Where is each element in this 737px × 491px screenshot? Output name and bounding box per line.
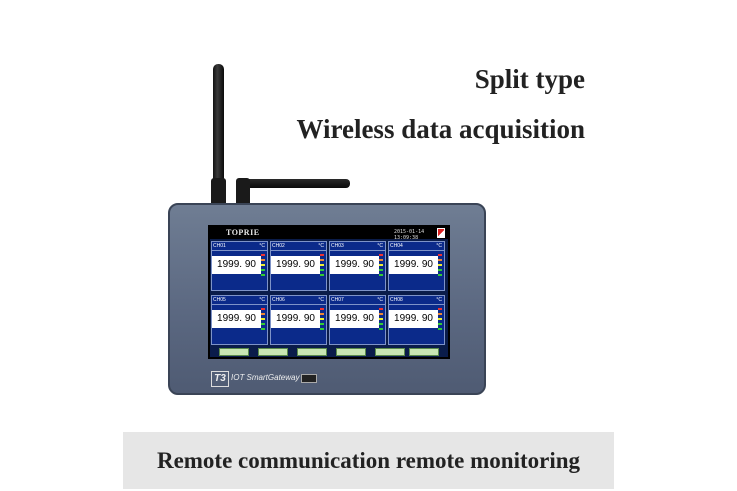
level-indicator (379, 264, 383, 266)
channel-name: CH03 (331, 243, 344, 249)
level-indicator (320, 308, 324, 310)
level-indicator (438, 259, 442, 261)
level-indicator (438, 323, 442, 325)
level-indicator (320, 274, 324, 276)
level-indicator (261, 308, 265, 310)
horizontal-antenna (238, 179, 350, 188)
softkey-button[interactable] (258, 348, 288, 356)
channel-unit: °C (436, 297, 442, 303)
level-indicator (438, 274, 442, 276)
level-indicator (438, 269, 442, 271)
level-indicator (320, 254, 324, 256)
level-indicator (261, 323, 265, 325)
channel-value: 1999. 90 (330, 310, 379, 328)
channel-name: CH04 (390, 243, 403, 249)
channel-name: CH06 (272, 297, 285, 303)
model-logo: T3 (211, 371, 229, 387)
level-indicator (438, 264, 442, 266)
vertical-antenna (213, 64, 224, 206)
channel-unit: °C (377, 243, 383, 249)
channel-name: CH07 (331, 297, 344, 303)
level-indicator (438, 313, 442, 315)
level-indicator (261, 318, 265, 320)
channel-value: 1999. 90 (212, 256, 261, 274)
level-indicator (261, 259, 265, 261)
level-indicator (261, 274, 265, 276)
footer-text: Remote communication remote monitoring (156, 448, 581, 473)
screen-header: TOPRIE 2015-01-14 13:09:38 (210, 227, 448, 241)
level-indicator (438, 254, 442, 256)
brand-logo-icon (437, 228, 445, 238)
channel-value: 1999. 90 (389, 310, 438, 328)
level-indicator (261, 328, 265, 330)
channel-tile[interactable]: CH05 °C 1999. 90 (211, 295, 268, 345)
channel-tile[interactable]: CH01 °C 1999. 90 (211, 241, 268, 291)
level-indicator (438, 318, 442, 320)
level-indicator (320, 264, 324, 266)
channel-unit: °C (318, 297, 324, 303)
device-screen: TOPRIE 2015-01-14 13:09:38 CH01 °C 1999. … (208, 225, 450, 359)
level-indicator (320, 269, 324, 271)
channel-value: 1999. 90 (271, 256, 320, 274)
channel-unit: °C (259, 243, 265, 249)
softkey-bar (211, 348, 447, 357)
datetime: 2015-01-14 13:09:38 (394, 229, 425, 241)
channel-tile[interactable]: CH02 °C 1999. 90 (270, 241, 327, 291)
channel-tile[interactable]: CH08 °C 1999. 90 (388, 295, 445, 345)
level-indicator (261, 313, 265, 315)
channel-value: 1999. 90 (389, 256, 438, 274)
level-indicator (320, 318, 324, 320)
level-indicator (261, 254, 265, 256)
level-indicator (438, 328, 442, 330)
channel-unit: °C (377, 297, 383, 303)
channel-tile[interactable]: CH06 °C 1999. 90 (270, 295, 327, 345)
channel-unit: °C (259, 297, 265, 303)
softkey-button[interactable] (336, 348, 366, 356)
level-indicator (261, 269, 265, 271)
level-indicator (379, 274, 383, 276)
level-indicator (320, 323, 324, 325)
channel-name: CH01 (213, 243, 226, 249)
channel-tile[interactable]: CH04 °C 1999. 90 (388, 241, 445, 291)
device-label: IOT SmartGateway (231, 373, 300, 382)
channel-unit: °C (318, 243, 324, 249)
channel-name: CH05 (213, 297, 226, 303)
level-indicator (379, 323, 383, 325)
level-indicator (379, 313, 383, 315)
channel-name: CH08 (390, 297, 403, 303)
channel-tile[interactable]: CH03 °C 1999. 90 (329, 241, 386, 291)
level-indicator (379, 269, 383, 271)
channel-value: 1999. 90 (271, 310, 320, 328)
level-indicator (379, 259, 383, 261)
level-indicator (320, 328, 324, 330)
level-indicator (379, 328, 383, 330)
footer-banner: Remote communication remote monitoring (123, 432, 614, 489)
softkey-button[interactable] (409, 348, 439, 356)
softkey-button[interactable] (219, 348, 249, 356)
level-indicator (261, 264, 265, 266)
channel-value: 1999. 90 (212, 310, 261, 328)
level-indicator (379, 254, 383, 256)
headline-wireless: Wireless data acquisition (296, 114, 585, 144)
channel-value: 1999. 90 (330, 256, 379, 274)
level-indicator (438, 308, 442, 310)
usb-port-icon (301, 374, 317, 383)
antenna-base-2 (236, 178, 250, 208)
softkey-button[interactable] (297, 348, 327, 356)
softkey-button[interactable] (375, 348, 405, 356)
channel-tile[interactable]: CH07 °C 1999. 90 (329, 295, 386, 345)
level-indicator (320, 259, 324, 261)
channel-unit: °C (436, 243, 442, 249)
antenna-base (211, 178, 226, 208)
headline-split-type: Split type (474, 64, 585, 94)
brand-label: TOPRIE (226, 228, 260, 237)
level-indicator (379, 318, 383, 320)
level-indicator (379, 308, 383, 310)
level-indicator (320, 313, 324, 315)
channel-name: CH02 (272, 243, 285, 249)
